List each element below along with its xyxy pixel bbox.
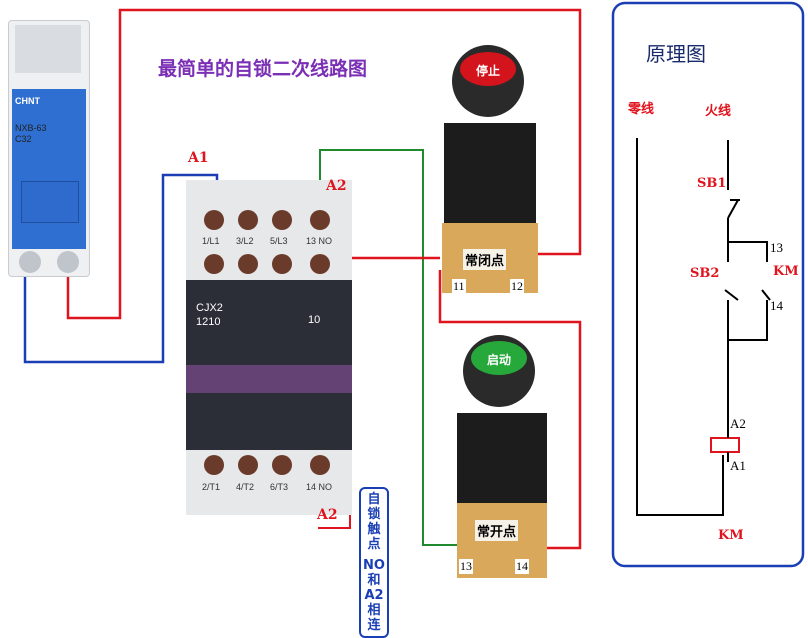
schematic-a1: A1: [730, 458, 746, 473]
start-button-base: [457, 413, 547, 503]
self-lock-note: 自锁 触点 NO 和 A2 相连: [359, 487, 389, 638]
green-wire-13: [319, 149, 465, 546]
screw-terminal[interactable]: [272, 455, 292, 475]
start-contact-label: 常开点: [475, 520, 519, 541]
note-line: NO: [363, 558, 385, 573]
screw-terminal[interactable]: [238, 210, 258, 230]
terminal-label: 1/L1: [202, 236, 220, 246]
breaker-model: NXB-63: [15, 123, 47, 133]
schematic-t13: 13: [770, 240, 783, 255]
terminal-label: 13 NO: [306, 236, 333, 246]
schematic-title: 原理图: [646, 42, 706, 66]
start-terminal-14[interactable]: 14: [515, 559, 529, 574]
wiring-svg: [23, 1, 805, 568]
screw-terminal[interactable]: [310, 254, 330, 274]
breaker-brand: CHNT: [15, 96, 40, 106]
red-wire-start14: [438, 270, 582, 550]
schematic-neutral-line: [636, 138, 724, 516]
schematic-sb1: SB1: [697, 176, 727, 191]
breaker-screws: [15, 25, 81, 73]
schematic-km-coil: KM: [718, 528, 744, 543]
schematic-km-contact: KM: [773, 264, 799, 279]
km-branch: [728, 241, 768, 262]
km-coil: [710, 437, 740, 453]
circuit-breaker: CHNT NXB-63 C32: [8, 20, 90, 277]
label-a2-top: A2: [326, 178, 347, 194]
start-button-unit: 启动 常开点 13 14: [455, 335, 550, 585]
start-terminal-13[interactable]: 13: [459, 559, 473, 574]
blue-wire-neutral: [23, 173, 219, 364]
terminal-label: 14 NO: [306, 482, 333, 492]
terminal-label: 3/L2: [236, 236, 254, 246]
stop-terminal-12[interactable]: 12: [510, 279, 524, 294]
contactor-aux-label: 10: [308, 314, 321, 326]
terminal-label: 5/L3: [270, 236, 288, 246]
label-a1: A1: [188, 150, 209, 166]
contactor-model-line2: 1210: [196, 316, 221, 328]
stop-terminal-11[interactable]: 11: [452, 279, 466, 294]
screw-terminal[interactable]: [272, 210, 292, 230]
terminal-label: 4/T2: [236, 482, 255, 492]
wiring-diagram: 最简单的自锁二次线路图 CHNT NXB-63 C32 CJX2 1210 10…: [8, 1, 805, 638]
note-line: A2: [364, 588, 384, 603]
terminal-label: 2/T1: [202, 482, 221, 492]
breaker-body: [12, 89, 86, 249]
note-line: 和: [367, 573, 381, 588]
screw-terminal[interactable]: [310, 210, 330, 230]
breaker-terminal-screw: [57, 251, 79, 273]
stop-button-base: [444, 123, 536, 223]
note-line: 触点: [367, 522, 381, 552]
principle-frame: [611, 1, 805, 568]
diagram-title: 最简单的自锁二次线路图: [158, 58, 368, 80]
sb1-switch: [727, 199, 739, 219]
screw-terminal[interactable]: [310, 455, 330, 475]
screw-terminal[interactable]: [238, 455, 258, 475]
stop-button-label: 停止: [475, 64, 500, 78]
stop-button[interactable]: [460, 52, 516, 86]
note-line: 相连: [367, 603, 381, 633]
contactor: CJX2 1210 10 1/L1 3/L2 5/L3 13 NO 2/T1 4…: [186, 180, 352, 515]
schematic-t14: 14: [770, 298, 783, 313]
screw-terminal[interactable]: [238, 254, 258, 274]
schematic-sb2: SB2: [690, 266, 720, 281]
label-a2-bottom: A2: [317, 507, 338, 523]
red-wire-live: [66, 8, 582, 320]
start-button-label: 启动: [486, 353, 511, 367]
stop-button-unit: 停止 常闭点 11 12: [440, 45, 540, 300]
stop-contact-label: 常闭点: [463, 249, 507, 270]
start-button[interactable]: [471, 341, 527, 375]
breaker-toggle[interactable]: [21, 181, 79, 223]
screw-terminal[interactable]: [204, 210, 224, 230]
screw-terminal[interactable]: [204, 254, 224, 274]
contactor-model-line1: CJX2: [196, 302, 223, 314]
screw-terminal[interactable]: [272, 254, 292, 274]
breaker-rating: C32: [15, 134, 32, 144]
contactor-label-strip: [186, 365, 352, 393]
schematic-a2: A2: [730, 416, 746, 431]
screw-terminal[interactable]: [204, 455, 224, 475]
sb2-switch: [724, 289, 739, 301]
schematic-live-label: 火线: [705, 104, 732, 119]
terminal-label: 6/T3: [270, 482, 289, 492]
breaker-terminal-screw: [19, 251, 41, 273]
note-line: 自锁: [367, 492, 381, 522]
km-contact: [761, 289, 771, 301]
schematic-neutral-label: 零线: [628, 102, 655, 117]
